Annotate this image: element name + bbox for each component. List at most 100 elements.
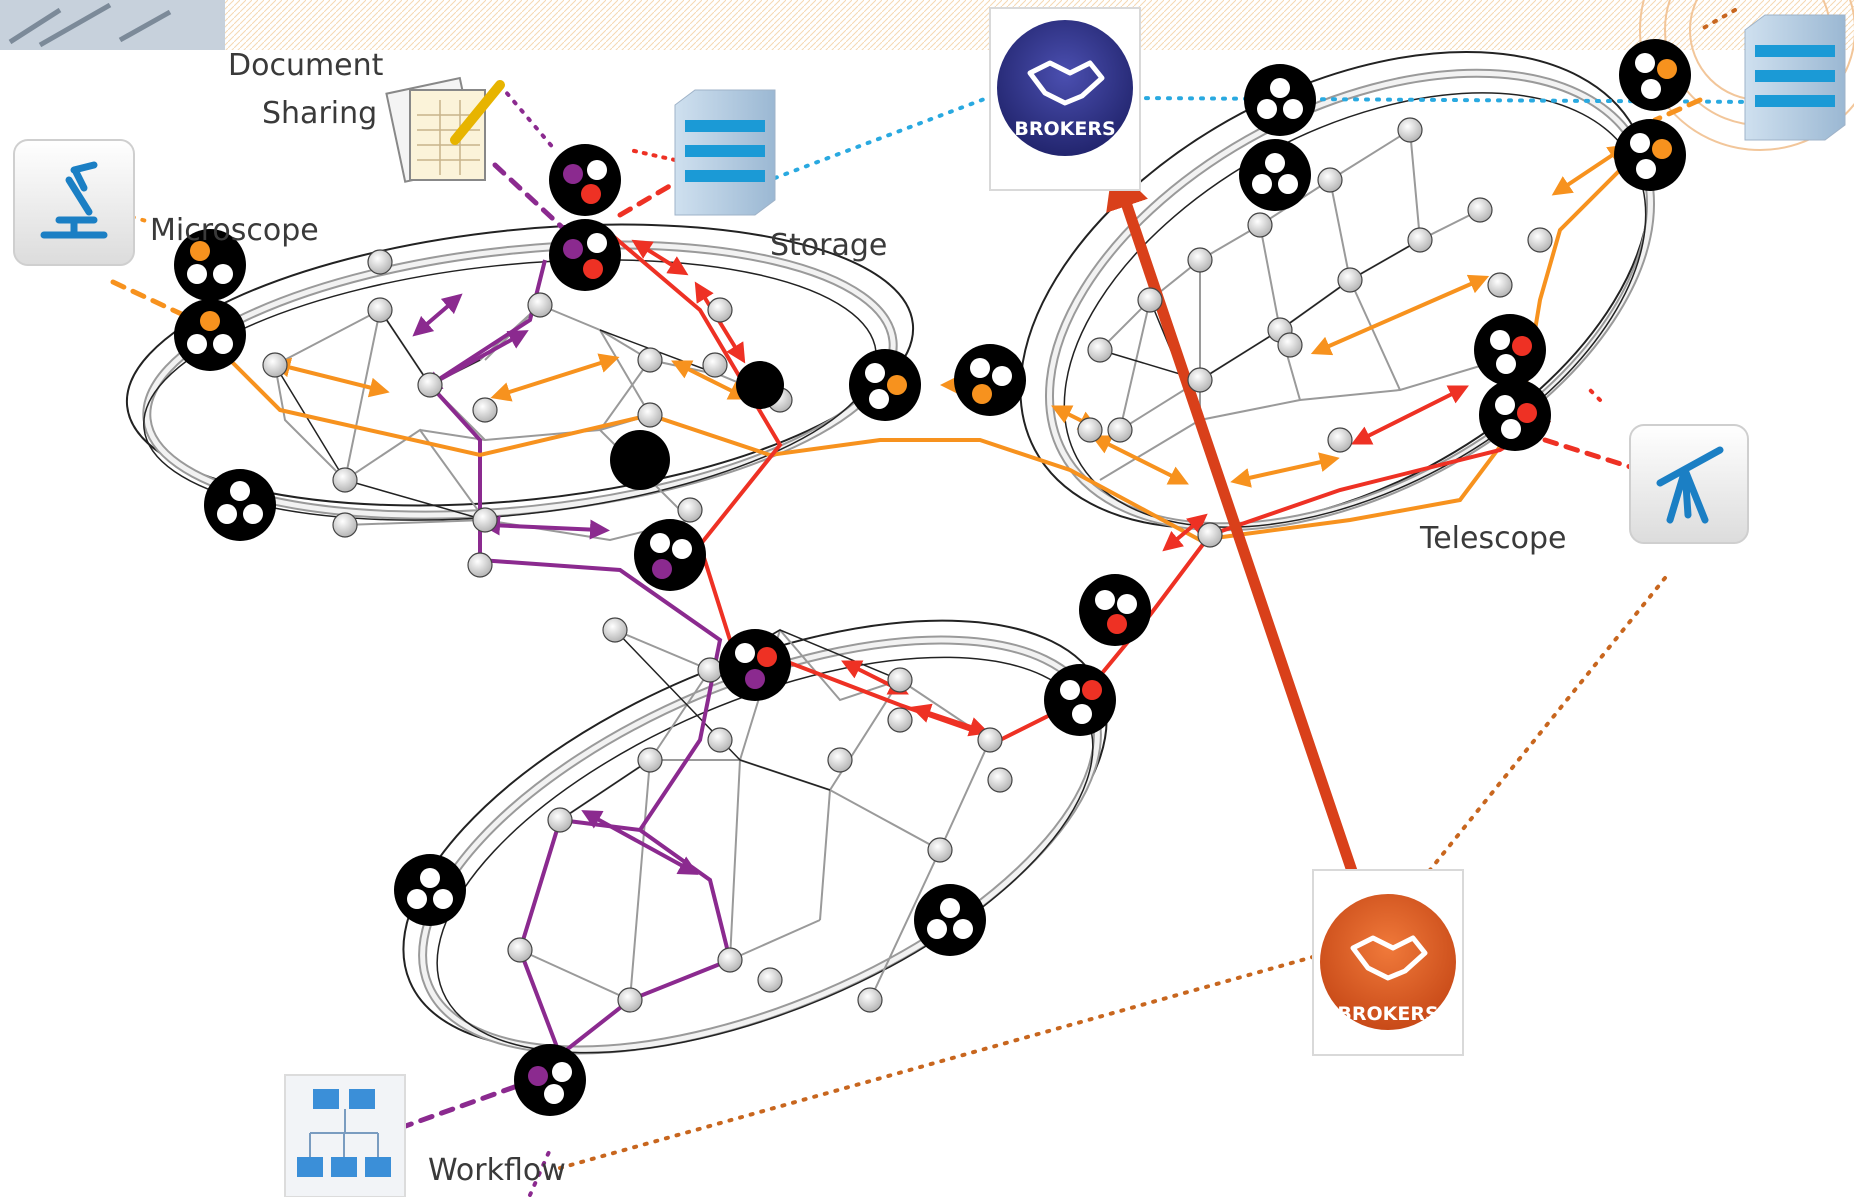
mesh-node	[472, 397, 498, 423]
super-node	[1079, 574, 1151, 646]
super-node	[514, 1044, 586, 1116]
mesh-node	[1087, 337, 1113, 363]
cluster-ellipses	[125, 50, 1656, 1055]
mesh-nodes	[262, 117, 1553, 1013]
super-nodes	[174, 39, 1691, 1116]
mesh-node	[1197, 522, 1223, 548]
mesh-node	[1467, 197, 1493, 223]
super-node	[174, 229, 246, 301]
mesh-node	[1317, 167, 1343, 193]
broker-bottom-label: BROKERS	[1337, 1003, 1438, 1025]
workflow-broker-link	[558, 953, 1322, 1170]
orange-flow	[198, 128, 1662, 543]
super-node	[1479, 379, 1551, 451]
mesh-node	[617, 987, 643, 1013]
super-node	[1244, 64, 1316, 136]
mesh-node	[1187, 367, 1213, 393]
mesh-node	[717, 947, 743, 973]
microscope-icon[interactable]	[13, 139, 135, 266]
mesh-node	[547, 807, 573, 833]
handshake-icon	[1027, 60, 1105, 106]
mesh-node	[332, 467, 358, 493]
super-node	[549, 219, 621, 291]
mesh-node	[1407, 227, 1433, 253]
storage-broker-link	[773, 93, 997, 180]
mesh-node	[987, 767, 1013, 793]
mesh-node	[887, 667, 913, 693]
mesh-node	[1327, 427, 1353, 453]
mesh-node	[887, 707, 913, 733]
document-sharing-icon[interactable]	[385, 76, 505, 183]
mesh-node	[757, 967, 783, 993]
super-node	[549, 144, 621, 216]
mesh-node	[677, 497, 703, 523]
mesh-node	[977, 727, 1003, 753]
mesh-node	[857, 987, 883, 1013]
mesh-node	[1187, 247, 1213, 273]
mesh-node	[702, 352, 728, 378]
broker-top-label: BROKERS	[1014, 118, 1115, 140]
mesh-node	[1247, 212, 1273, 238]
mesh-node	[1077, 417, 1103, 443]
label-microscope: Microscope	[150, 213, 319, 248]
super-node	[849, 349, 921, 421]
mesh-node	[637, 747, 663, 773]
mesh-node	[1137, 287, 1163, 313]
super-node	[1474, 314, 1546, 386]
super-node	[610, 430, 670, 490]
dotted-connectors	[98, 8, 1762, 1197]
mesh-node	[827, 747, 853, 773]
mesh-node	[367, 297, 393, 323]
workflow-icon[interactable]	[284, 1074, 406, 1197]
cluster-left	[125, 223, 915, 521]
mesh-node	[707, 727, 733, 753]
broker-top[interactable]: BROKERS	[989, 7, 1141, 191]
mesh-node	[637, 347, 663, 373]
mesh-node	[472, 507, 498, 533]
super-node	[736, 361, 784, 409]
super-node	[394, 854, 466, 926]
storage-icon[interactable]	[674, 89, 776, 216]
super-node	[914, 884, 986, 956]
mesh-node	[367, 249, 393, 275]
broker-bottom[interactable]: BROKERS	[1312, 869, 1464, 1056]
label-workflow: Workflow	[428, 1153, 566, 1188]
label-storage: Storage	[770, 228, 887, 263]
telescope-broker-link	[1428, 576, 1667, 872]
mesh-node	[707, 297, 733, 323]
cluster-bottom	[402, 619, 1108, 1055]
dashed-connectors	[110, 97, 1703, 1131]
mesh-node	[1337, 267, 1363, 293]
mesh-node	[1107, 417, 1133, 443]
super-node	[1614, 119, 1686, 191]
super-node	[204, 469, 276, 541]
super-node	[719, 629, 791, 701]
label-document-sharing-line1: Document	[228, 48, 384, 83]
mesh-node	[527, 292, 553, 318]
mesh-node	[602, 617, 628, 643]
mesh-node	[1397, 117, 1423, 143]
telescope-icon[interactable]	[1629, 424, 1749, 544]
mesh-node	[262, 352, 288, 378]
mesh-node	[1527, 227, 1553, 253]
mesh-node	[507, 937, 533, 963]
mesh-node	[417, 372, 443, 398]
mesh-node	[467, 552, 493, 578]
super-node	[1239, 139, 1311, 211]
storage-icon-right[interactable]	[1744, 14, 1846, 141]
mesh-node	[332, 512, 358, 538]
mesh-node	[1487, 272, 1513, 298]
mesh-node	[927, 837, 953, 863]
label-telescope: Telescope	[1419, 521, 1566, 556]
mesh-node	[1277, 332, 1303, 358]
mesh-node	[697, 657, 723, 683]
label-document-sharing-line2: Sharing	[262, 96, 377, 131]
super-node	[1044, 664, 1116, 736]
handshake-icon	[1350, 935, 1428, 981]
super-node	[634, 519, 706, 591]
purple-flow	[412, 259, 733, 1059]
super-node	[954, 344, 1026, 416]
mesh-node	[637, 402, 663, 428]
